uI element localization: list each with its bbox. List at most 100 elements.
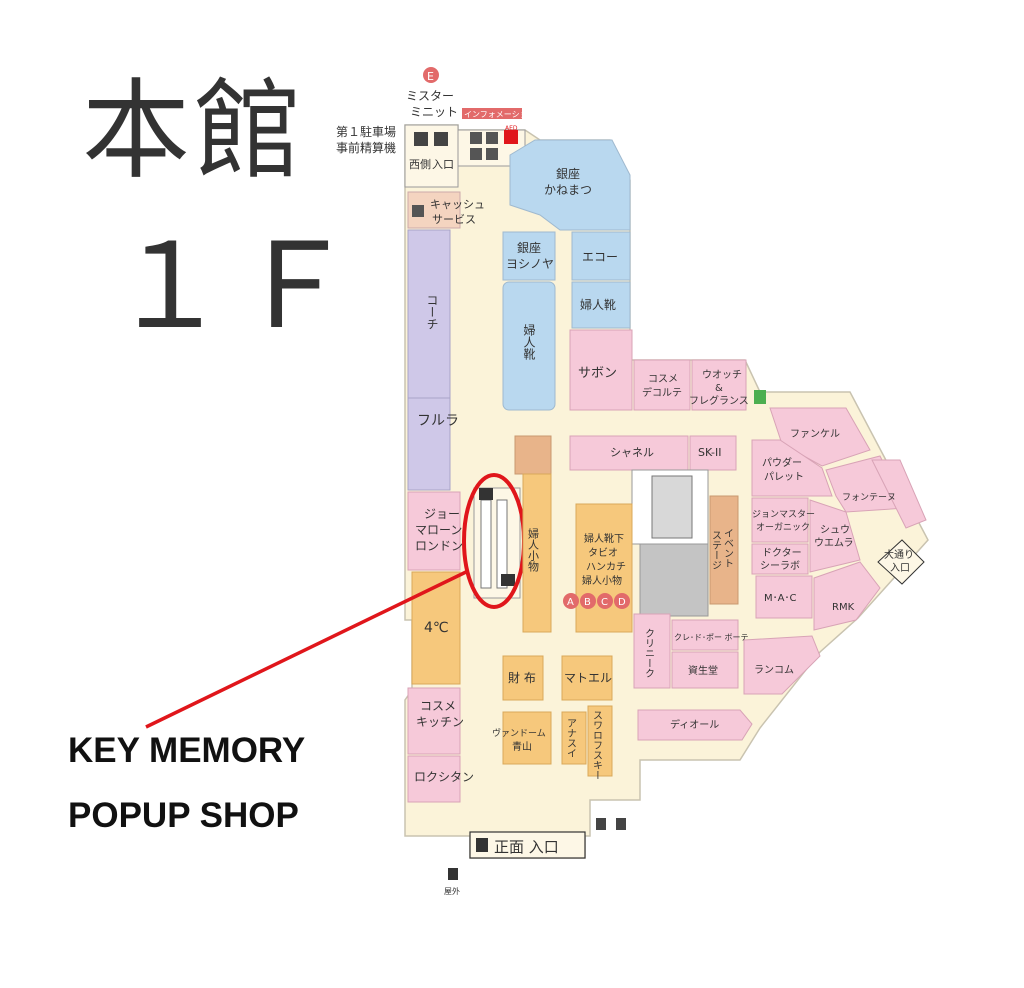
swarovski-label: スワロフスキー — [591, 710, 602, 780]
popup-pointer-line — [145, 570, 467, 729]
event-label-1: イベント — [722, 528, 734, 568]
fontaine-label: フォンテーヌ — [842, 492, 896, 503]
shop-powder-palette[interactable] — [751, 439, 833, 497]
atm-icon — [412, 205, 424, 217]
parking-label-1: 第１駐車場 — [336, 124, 396, 139]
shop-fujin-komono[interactable] — [522, 473, 552, 633]
marker-d — [614, 593, 630, 609]
building-title: 本館 — [82, 69, 307, 194]
shop-vendome[interactable] — [502, 711, 552, 765]
shop-cosme-kitchen[interactable] — [407, 687, 461, 755]
shop-sk2[interactable] — [689, 435, 737, 471]
shop-furla[interactable] — [407, 397, 451, 491]
odori-label-1: 大通り — [884, 548, 914, 561]
shop-dior[interactable] — [637, 709, 753, 741]
shop-wallets[interactable] — [502, 655, 544, 701]
doctor-label-2: シーラボ — [760, 560, 800, 572]
shop-anna-sui[interactable] — [561, 711, 587, 765]
cash-label-2: サービス — [432, 213, 476, 226]
main-entrance-label: 正面 入口 — [494, 838, 559, 856]
mister-minit-badge — [423, 67, 439, 83]
shop-matoel[interactable] — [561, 655, 613, 701]
event-label-2: ステージ — [710, 530, 721, 570]
restroom-icon-top — [470, 132, 482, 144]
cosme-kitchen-label-1: コスメ — [420, 699, 456, 713]
dior-label: ディオール — [670, 718, 719, 731]
john-masters-label-1: ジョンマスター — [752, 509, 815, 520]
shop-kanematsu[interactable] — [509, 139, 631, 231]
sabon-label: サボン — [578, 366, 617, 381]
shop-watch-fragrance[interactable] — [691, 359, 747, 411]
entrance-label: 入口 — [432, 158, 454, 171]
shop-coach[interactable] — [407, 229, 451, 399]
kanematsu-label-1: 銀座 — [556, 166, 580, 181]
event-stage[interactable] — [709, 495, 739, 605]
shop-4c[interactable] — [411, 571, 461, 685]
outside-phone-icon — [448, 868, 458, 880]
marker-b — [580, 593, 596, 609]
gray-void — [639, 543, 709, 617]
cosme-decorte-label-2: デコルテ — [642, 386, 682, 399]
shop-jo-malone[interactable] — [407, 491, 461, 571]
parking-machine-icon — [414, 132, 428, 146]
shop-shiseido[interactable] — [671, 651, 739, 689]
fujin-kutsu-center-label: 婦人靴 — [522, 323, 536, 361]
tabio-label-1: 婦人靴下 — [584, 532, 624, 545]
marker-b-label: B — [584, 597, 591, 608]
wallets-label: 財 布 — [508, 670, 536, 685]
shop-tabio-handkerchief[interactable] — [575, 503, 633, 633]
shop-fujin-kutsu-center[interactable] — [502, 281, 556, 411]
shop-shu-uemura[interactable] — [809, 499, 861, 573]
odori-label-2: 入口 — [890, 563, 910, 574]
odori-entrance[interactable] — [877, 539, 925, 585]
mac-label: M･A･C — [764, 593, 796, 604]
shu-label-2: ウエムラ — [814, 537, 854, 549]
escalator-track-2 — [496, 499, 508, 589]
jo-label-1: ジョー — [424, 507, 460, 521]
shop-echo[interactable] — [571, 231, 631, 281]
popup-shop-label-line2: POPUP SHOP — [68, 796, 299, 835]
shop-cle-de-peau[interactable] — [671, 619, 739, 651]
wheelchair-icon — [486, 132, 498, 144]
furla-label: フルラ — [417, 413, 459, 429]
outside-label: 屋外 — [444, 886, 460, 896]
shop-cosme-decorte[interactable] — [633, 359, 691, 411]
restroom-icon — [596, 818, 606, 830]
jo-label-2: マローン — [415, 523, 462, 537]
cosme-kitchen-label-2: キッチン — [416, 715, 464, 729]
escalator-icon-2 — [501, 574, 515, 586]
echo-label: エコー — [582, 250, 618, 264]
cosme-decorte-label-1: コスメ — [648, 374, 678, 385]
tabio-label-4: 婦人小物 — [582, 574, 622, 587]
matoel-label: マトエル — [564, 671, 612, 685]
vendome-label-2: 青山 — [512, 740, 532, 753]
shop-clinique[interactable] — [633, 613, 671, 689]
shop-fujin-kutsu[interactable] — [571, 281, 631, 329]
anasui-label: アナスイ — [565, 718, 577, 758]
west-entrance-block — [404, 124, 459, 188]
shop-john-masters[interactable] — [751, 497, 809, 543]
popup-shop-label-line1: KEY MEMORY — [68, 731, 306, 770]
shop-fancl[interactable] — [769, 407, 871, 467]
shop-loccitane[interactable] — [407, 755, 461, 803]
watch-label-2: & — [715, 383, 723, 394]
shop-chanel[interactable] — [569, 435, 689, 471]
info-label: インフォメーション — [464, 110, 536, 119]
shop-mac[interactable] — [755, 575, 813, 619]
shop-swarovski[interactable] — [587, 705, 613, 777]
shop-lancome[interactable] — [743, 635, 821, 695]
shop-sabon[interactable] — [569, 329, 633, 411]
mister-badge-label: E — [427, 70, 434, 83]
fujin-kutsu-label: 婦人靴 — [580, 297, 616, 312]
main-entrance[interactable] — [469, 831, 586, 859]
shop-rmk[interactable] — [813, 561, 881, 631]
shop-corner-pink — [871, 459, 927, 529]
shop-doctor-ci-labo[interactable] — [751, 543, 809, 575]
shop-yoshinoya[interactable] — [502, 231, 556, 281]
yoshinoya-label-2: ヨシノヤ — [506, 257, 554, 271]
tabio-label-2: タビオ — [588, 547, 618, 559]
elevator-icon — [434, 132, 448, 146]
watch-label-1: ウオッチ — [702, 369, 742, 381]
restroom-icon-2 — [616, 818, 626, 830]
shiseido-label: 資生堂 — [688, 664, 718, 677]
